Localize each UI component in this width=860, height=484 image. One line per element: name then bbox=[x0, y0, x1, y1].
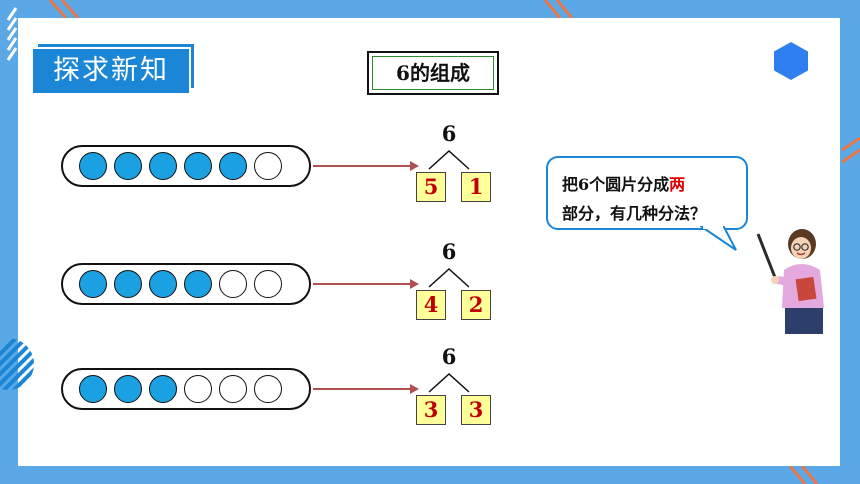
counter-empty bbox=[184, 375, 212, 403]
lesson-title-box: 6的组成 bbox=[367, 51, 499, 95]
part-left: 5 bbox=[416, 172, 446, 202]
split-branch bbox=[428, 267, 470, 288]
arrow-head bbox=[410, 384, 419, 394]
counter-filled bbox=[79, 375, 107, 403]
part-left: 4 bbox=[416, 290, 446, 320]
striped-circle-decoration bbox=[0, 338, 34, 390]
counter-tray bbox=[61, 368, 311, 410]
total-number: 6 bbox=[441, 121, 457, 146]
arrow-line bbox=[313, 283, 411, 285]
teacher-illustration bbox=[756, 229, 824, 334]
split-branch bbox=[428, 372, 470, 393]
counter-filled bbox=[79, 270, 107, 298]
counter-filled bbox=[149, 375, 177, 403]
counter-filled bbox=[219, 152, 247, 180]
arrow-line bbox=[313, 388, 411, 390]
section-tag-label: 探求新知 bbox=[53, 55, 169, 86]
bubble-line-1-text: 把6个圆片分成 bbox=[562, 175, 670, 194]
counter-empty bbox=[254, 270, 282, 298]
part-right: 1 bbox=[461, 172, 491, 202]
section-tag: 探求新知 bbox=[31, 47, 191, 95]
counter-empty bbox=[219, 375, 247, 403]
counter-empty bbox=[219, 270, 247, 298]
counter-empty bbox=[254, 375, 282, 403]
lesson-title: 6的组成 bbox=[372, 56, 494, 90]
speech-bubble-tail bbox=[700, 226, 737, 251]
counter-filled bbox=[184, 270, 212, 298]
total-number: 6 bbox=[441, 344, 457, 369]
part-right: 3 bbox=[461, 395, 491, 425]
arrow-head bbox=[410, 279, 419, 289]
counter-filled bbox=[184, 152, 212, 180]
counter-filled bbox=[114, 375, 142, 403]
counter-filled bbox=[149, 270, 177, 298]
split-branch bbox=[428, 149, 470, 170]
speech-bubble: 把6个圆片分成两 部分，有几种分法？ bbox=[546, 156, 748, 230]
counter-filled bbox=[79, 152, 107, 180]
total-number: 6 bbox=[441, 239, 457, 264]
counter-filled bbox=[114, 152, 142, 180]
bubble-line-1: 把6个圆片分成两 bbox=[562, 171, 685, 195]
counter-tray bbox=[61, 145, 311, 187]
counter-filled bbox=[114, 270, 142, 298]
counter-empty bbox=[254, 152, 282, 180]
arrow-line bbox=[313, 165, 411, 167]
counter-tray bbox=[61, 263, 311, 305]
part-left: 3 bbox=[416, 395, 446, 425]
bubble-line-2: 部分，有几种分法？ bbox=[562, 204, 707, 223]
arrow-head bbox=[410, 161, 419, 171]
part-right: 2 bbox=[461, 290, 491, 320]
bubble-highlight-word: 两 bbox=[669, 175, 686, 194]
hexagon-decoration bbox=[774, 42, 808, 80]
counter-filled bbox=[149, 152, 177, 180]
